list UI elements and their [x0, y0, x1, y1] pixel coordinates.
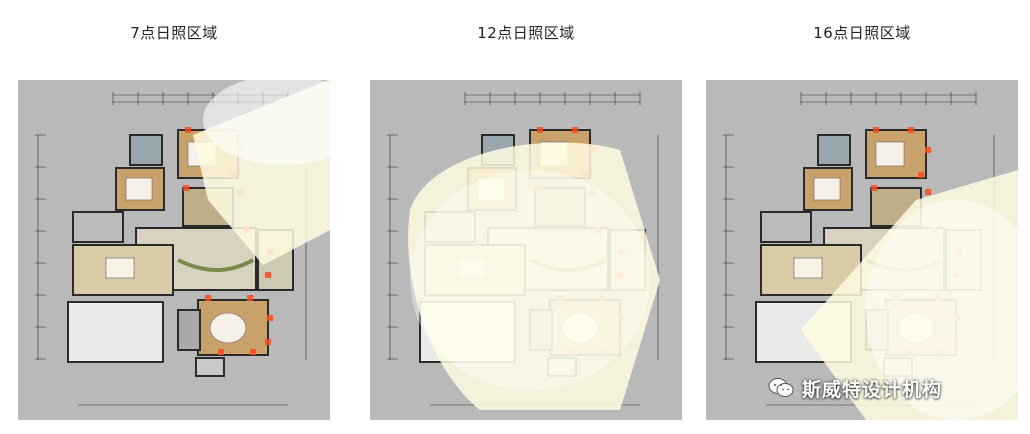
window-highlight — [265, 272, 271, 278]
window-highlight — [265, 339, 271, 345]
room-kitchen — [72, 211, 124, 243]
bed-west — [813, 177, 841, 201]
floorplan-panel-16 — [706, 80, 1018, 420]
window-highlight — [873, 127, 879, 133]
window-highlight — [537, 127, 543, 133]
watermark: 斯威特设计机构 — [768, 374, 942, 402]
window-highlight — [267, 315, 273, 321]
window-highlight — [185, 127, 191, 133]
room-entry — [177, 309, 201, 351]
window-highlight — [918, 172, 924, 178]
window-highlight — [925, 147, 931, 153]
window-highlight — [925, 189, 931, 195]
window-highlight — [247, 295, 253, 301]
floorplan-diagram — [387, 92, 660, 410]
sunlight-area — [801, 170, 1018, 420]
floorplan-diagram — [35, 80, 330, 406]
bed-north — [875, 141, 905, 167]
bed-master — [209, 312, 247, 344]
window-highlight — [218, 349, 224, 355]
watermark-text: 斯威特设计机构 — [802, 378, 943, 401]
sunlight-area — [408, 142, 660, 410]
floorplan-panel-12 — [370, 80, 682, 420]
panel-title-16: 16点日照区域 — [813, 24, 911, 42]
sunlight-glow — [410, 170, 650, 390]
room-garage — [67, 301, 164, 363]
window-highlight — [572, 127, 578, 133]
window-highlight — [871, 185, 877, 191]
window-highlight — [183, 185, 189, 191]
window-highlight — [908, 127, 914, 133]
sunlight-glow — [866, 200, 1018, 420]
floorplan-panel-7 — [18, 80, 330, 420]
panel-title-7: 7点日照区域 — [130, 24, 218, 42]
room-bath-north — [817, 134, 851, 166]
window-highlight — [250, 349, 256, 355]
sofa — [177, 258, 254, 272]
window-highlight — [205, 295, 211, 301]
panel-title-12: 12点日照区域 — [477, 24, 575, 42]
room-bath-north — [129, 134, 163, 166]
room-kitchen — [760, 211, 812, 243]
dining-table — [105, 257, 135, 279]
room-porch — [195, 357, 225, 377]
wechat-icon — [768, 378, 794, 397]
floorplan-diagram — [723, 92, 1018, 420]
sunlight-glow — [203, 80, 330, 165]
dining-table — [793, 257, 823, 279]
bed-west — [125, 177, 153, 201]
